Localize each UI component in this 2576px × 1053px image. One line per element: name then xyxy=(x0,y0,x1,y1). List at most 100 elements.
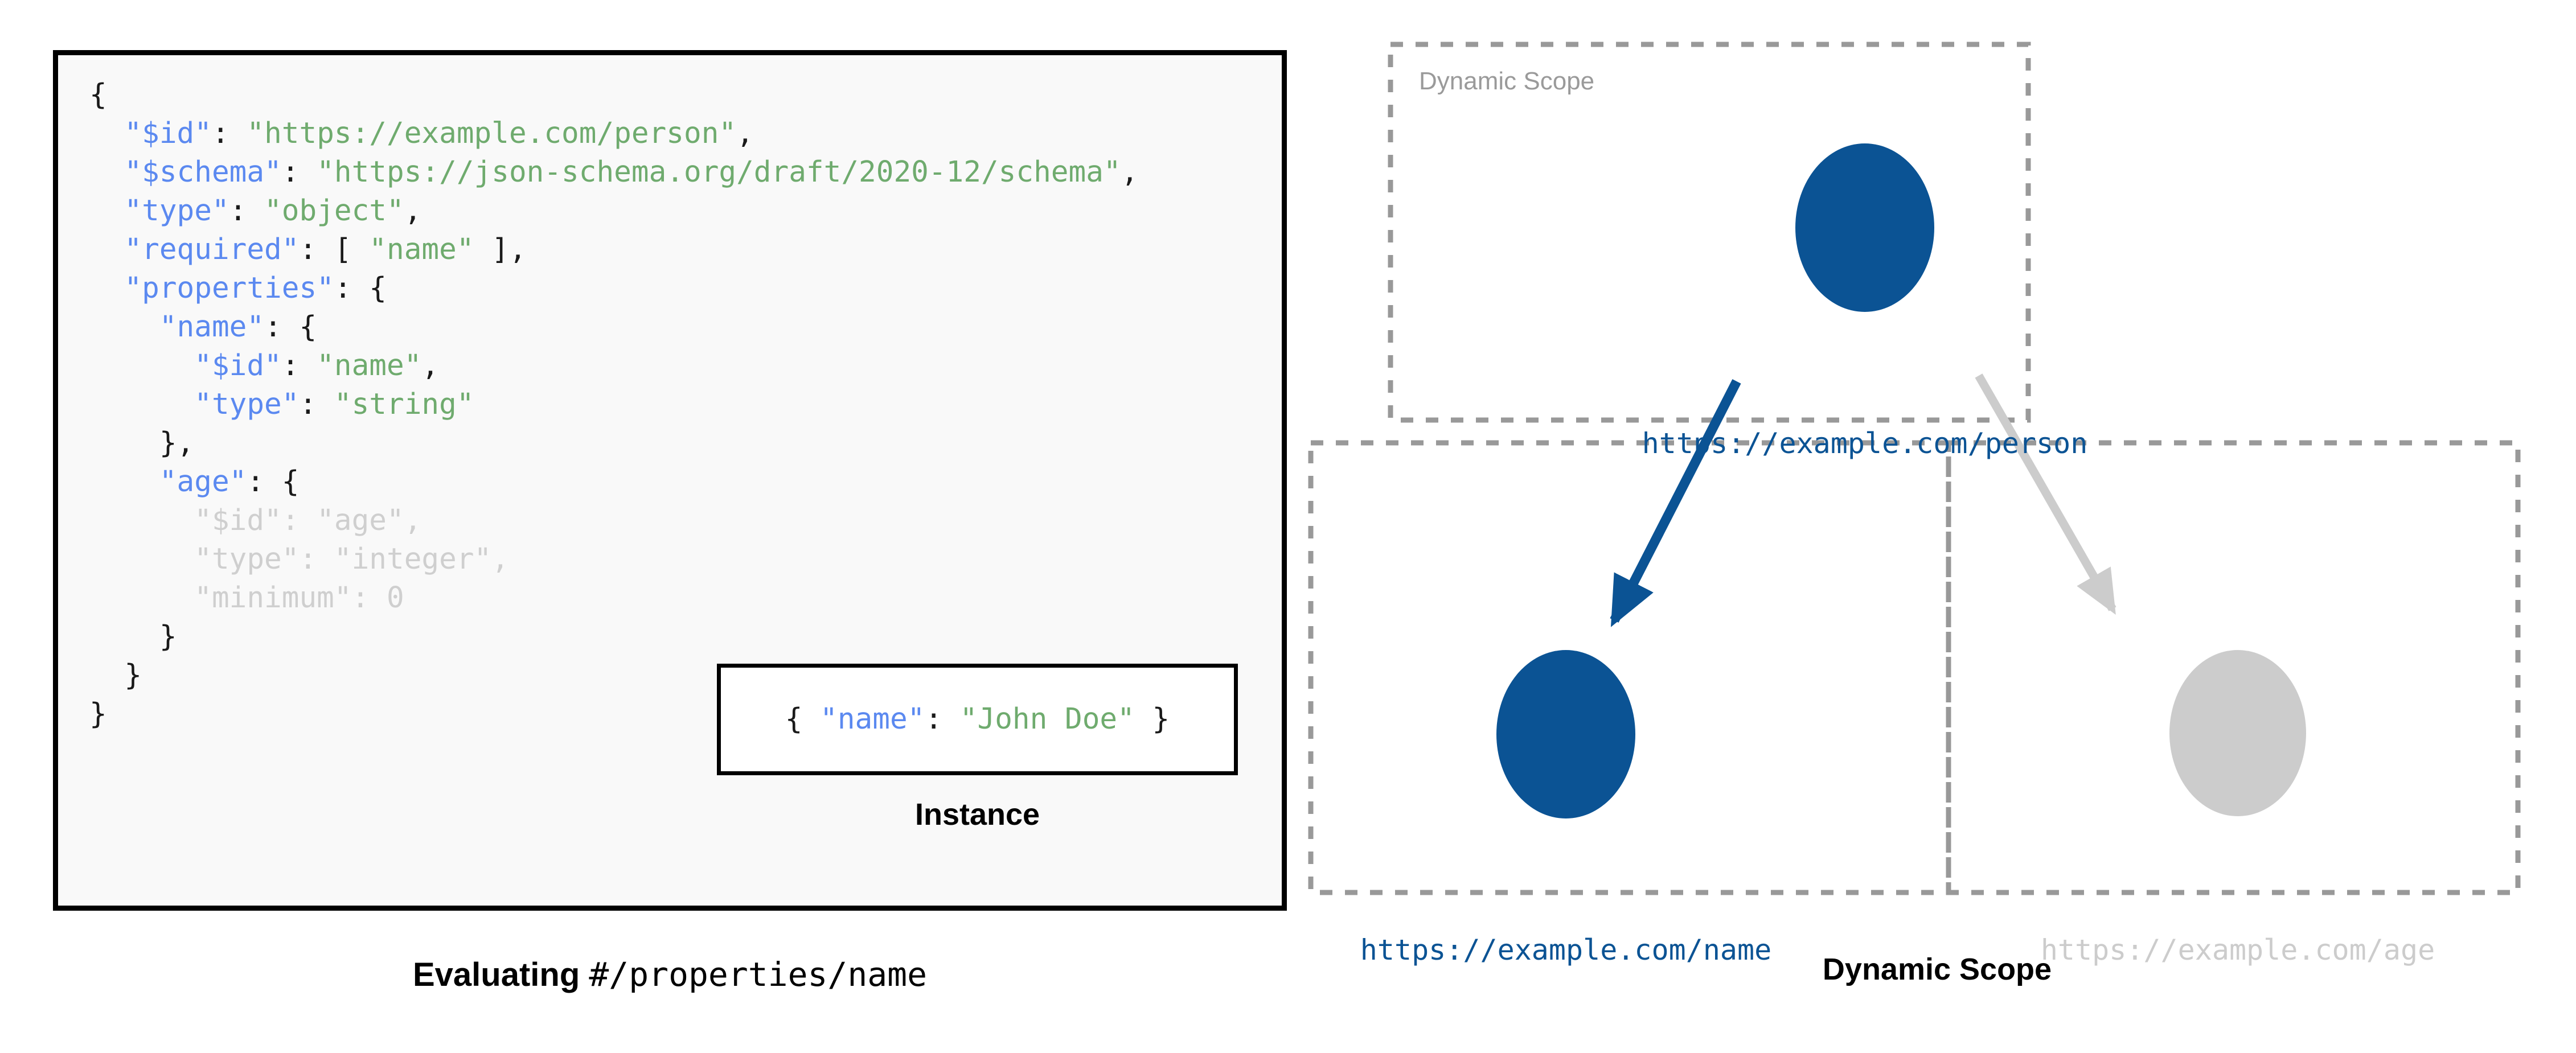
code-token: : xyxy=(351,581,387,615)
code-token: } xyxy=(89,620,177,653)
code-line: "age": { xyxy=(89,463,1138,501)
code-token: "properties" xyxy=(124,272,334,305)
code-token: } xyxy=(1134,702,1170,736)
code-token: , xyxy=(421,349,440,382)
code-token: : { xyxy=(334,272,387,305)
code-line: } xyxy=(89,656,1138,695)
code-line: "properties": { xyxy=(89,269,1138,308)
code-token xyxy=(89,155,124,189)
code-token xyxy=(89,465,159,499)
scope-box-person-label: Dynamic Scope xyxy=(1419,67,1595,95)
code-token xyxy=(89,504,194,537)
code-token xyxy=(89,349,194,382)
code-token: : xyxy=(281,504,317,537)
code-token: { xyxy=(89,78,107,112)
code-token xyxy=(89,272,124,305)
code-token xyxy=(89,310,159,344)
schema-code-text: { "$id": "https://example.com/person", "… xyxy=(89,76,1138,734)
code-token xyxy=(89,194,124,228)
code-line: "$id": "name", xyxy=(89,347,1138,385)
code-token: : xyxy=(299,388,334,421)
node-age-label: https://example.com/age xyxy=(2040,933,2435,966)
code-token: "age" xyxy=(317,504,404,537)
code-token: : xyxy=(299,542,334,576)
node-name-label: https://example.com/name xyxy=(1360,933,1772,966)
code-token: "https://json-schema.org/draft/2020-12/s… xyxy=(317,155,1121,189)
scope-box-age xyxy=(1946,440,2521,895)
node-name[interactable] xyxy=(1496,650,1635,818)
schema-code-panel: { "$id": "https://example.com/person", "… xyxy=(53,50,1287,911)
code-line: "type": "integer", xyxy=(89,540,1138,579)
code-token: ], xyxy=(474,233,527,266)
edge-person-to-name xyxy=(1610,379,1741,627)
code-line: } xyxy=(89,618,1138,656)
code-token: } xyxy=(89,659,142,692)
code-token xyxy=(89,117,124,150)
code-token xyxy=(89,581,194,615)
code-token xyxy=(89,233,124,266)
code-token: { xyxy=(785,702,821,736)
code-line: "required": [ "name" ], xyxy=(89,231,1138,269)
code-token: : xyxy=(281,349,317,382)
scope-box-name xyxy=(1308,440,1951,895)
diagram-caption: Dynamic Scope xyxy=(1822,952,2052,986)
code-line: "$id": "https://example.com/person", xyxy=(89,114,1138,153)
code-token: , xyxy=(404,504,422,537)
code-token: "name" xyxy=(159,310,265,344)
code-token: "required" xyxy=(124,233,300,266)
code-token: "$id" xyxy=(194,504,282,537)
code-token: "John Doe" xyxy=(959,702,1135,736)
node-age[interactable] xyxy=(2169,650,2306,816)
code-line: "type": "object", xyxy=(89,192,1138,231)
evaluating-caption-pointer: #/properties/name xyxy=(589,955,928,994)
code-token: "integer" xyxy=(334,542,492,576)
code-token: "minimum" xyxy=(194,581,352,615)
code-line: }, xyxy=(89,424,1138,463)
scope-box-person xyxy=(1388,42,2031,423)
node-person-label: https://example.com/person xyxy=(1642,427,2088,460)
code-token: "object" xyxy=(264,194,404,228)
code-line: } xyxy=(89,695,1138,734)
code-token: : xyxy=(211,117,247,150)
code-line: "$schema": "https://json-schema.org/draf… xyxy=(89,153,1138,192)
diagram-canvas xyxy=(1308,42,2521,895)
code-token: "name" xyxy=(369,233,474,266)
code-token: "string" xyxy=(334,388,474,421)
code-token: "https://example.com/person" xyxy=(247,117,737,150)
evaluating-caption-bold: Evaluating xyxy=(412,956,589,993)
code-token: "$schema" xyxy=(124,155,282,189)
code-token: 0 xyxy=(387,581,404,615)
code-line: "type": "string" xyxy=(89,385,1138,424)
code-token: : { xyxy=(247,465,300,499)
code-token xyxy=(89,388,194,421)
code-line: "$id": "age", xyxy=(89,501,1138,540)
instance-caption: Instance xyxy=(914,797,1040,832)
code-token: "type" xyxy=(194,542,300,576)
instance-code-text: { "name": "John Doe" } xyxy=(785,702,1170,737)
code-token: , xyxy=(404,194,422,228)
code-token: , xyxy=(491,542,509,576)
code-token: : { xyxy=(264,310,317,344)
code-token: : xyxy=(925,702,960,736)
code-token: "$id" xyxy=(124,117,212,150)
code-line: "minimum": 0 xyxy=(89,579,1138,618)
code-token: "$id" xyxy=(194,349,282,382)
dynamic-scope-diagram: Dynamic Scope https://example.com/person… xyxy=(1298,34,2576,1053)
code-token: "age" xyxy=(159,465,247,499)
code-token: , xyxy=(736,117,754,150)
code-line: "name": { xyxy=(89,308,1138,347)
node-person[interactable] xyxy=(1795,143,1934,312)
code-token: "name" xyxy=(317,349,422,382)
instance-box: { "name": "John Doe" } xyxy=(717,664,1238,775)
code-token xyxy=(89,542,194,576)
code-token: : xyxy=(229,194,265,228)
code-token: } xyxy=(89,697,107,731)
code-token: : [ xyxy=(299,233,370,266)
code-line: { xyxy=(89,76,1138,114)
edge-person-to-age xyxy=(1975,373,2116,615)
evaluating-caption: Evaluating #/properties/name xyxy=(53,955,1287,994)
code-token: , xyxy=(1121,155,1139,189)
code-token: : xyxy=(281,155,317,189)
code-token: "name" xyxy=(820,702,925,736)
code-token: "type" xyxy=(124,194,229,228)
